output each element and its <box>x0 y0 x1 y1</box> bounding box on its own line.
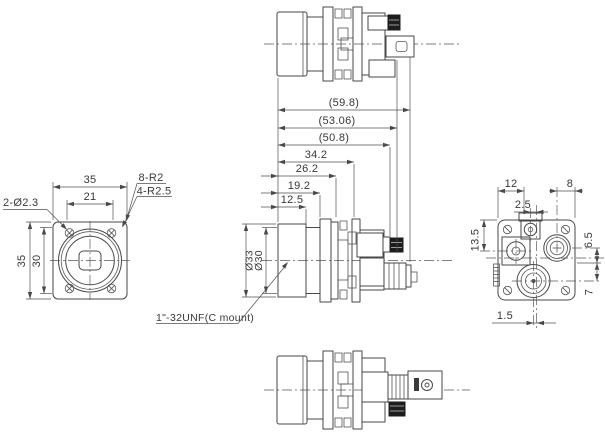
side-bnc-pin <box>410 271 418 283</box>
rear-height-right-lower-label: 7 <box>584 289 596 295</box>
side-length4-label: 34.2 <box>305 149 328 161</box>
side-step-dia-label: Ø30 <box>253 250 265 271</box>
top-flange-plate <box>322 6 334 82</box>
side-upper-connector-tip <box>389 237 404 253</box>
top-upper-connector <box>367 15 389 31</box>
front-holes-callout: 2-Ø2.3 <box>3 197 38 209</box>
side-upper-connector <box>356 232 384 258</box>
rear-view <box>480 187 604 328</box>
rear-height-right-upper-label: 6.5 <box>583 232 595 248</box>
side-view-dimensions: (59.8) (53.06) (50.8) 34.2 26.2 19.2 12.… <box>156 57 411 324</box>
top-connector-box <box>385 35 415 58</box>
front-view-dimensions: 35 21 35 30 2-Ø2.3 8-R2 4-R2.5 <box>3 172 172 300</box>
rear-width-right-label: 8 <box>567 178 573 190</box>
bottom-flange-plate <box>322 350 334 430</box>
side-length2-label: (53.06) <box>319 115 356 127</box>
front-radius-inner-callout: 4-R2.5 <box>137 186 172 198</box>
side-bnc-barrel <box>383 262 407 290</box>
bottom-bnc-housing <box>361 371 389 403</box>
front-inner-height-label: 30 <box>31 255 43 268</box>
rear-right-connector <box>543 234 571 262</box>
front-height-label: 35 <box>16 255 28 268</box>
rear-offset-bottom-label: 1.5 <box>497 310 513 322</box>
rear-corner-screws <box>502 224 571 296</box>
side-length3-label: (50.8) <box>319 132 350 144</box>
bottom-bnc-barrel <box>387 374 409 400</box>
rear-width-left-label: 12 <box>505 178 518 190</box>
side-length7-label: 12.5 <box>281 194 304 206</box>
side-view <box>262 218 455 303</box>
mount-thread-callout: 1"-32UNF(C mount) <box>156 312 254 324</box>
front-inner-width-label: 21 <box>84 191 97 203</box>
side-bnc-flange <box>405 264 412 288</box>
front-view <box>50 221 130 300</box>
front-width-label: 35 <box>84 174 97 186</box>
side-length6-label: 19.2 <box>288 180 311 192</box>
bottom-connector-label-mark <box>414 378 419 391</box>
front-radius-outer-callout: 8-R2 <box>138 172 163 184</box>
rear-view-dimensions: 12 8 2.5 13.5 6.5 7 1.5 <box>470 178 601 326</box>
top-view <box>264 6 462 82</box>
side-length5-label: 26.2 <box>296 163 319 175</box>
rear-height-left-label: 13.5 <box>470 229 482 252</box>
rear-offset-top-label: 2.5 <box>515 199 531 211</box>
top-connector-tip <box>387 14 401 31</box>
side-barrel-dia-label: Ø33 <box>244 250 256 271</box>
rear-serration <box>493 263 500 287</box>
side-total-length-label: (59.8) <box>329 97 360 109</box>
side-bnc-housing <box>359 257 385 287</box>
front-corner-screws <box>64 228 117 294</box>
bottom-connector-tip <box>388 401 406 417</box>
side-upper-connector-neck <box>382 236 391 253</box>
top-lower-block <box>368 59 396 78</box>
bottom-view <box>264 350 470 430</box>
